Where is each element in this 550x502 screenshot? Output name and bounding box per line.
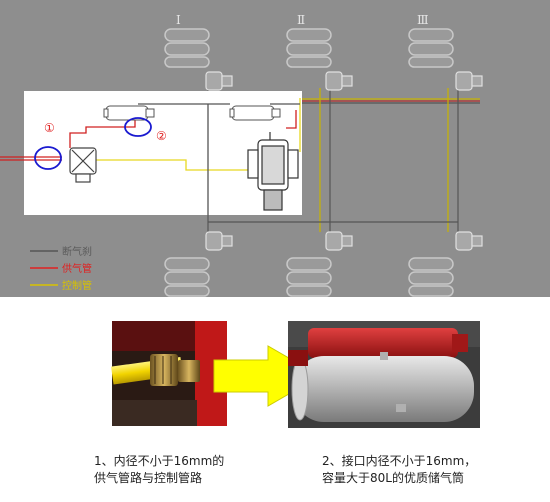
highlight-circle-supply <box>34 146 62 170</box>
caption-right-line2: 容量大于80L的优质储气筒 <box>322 471 464 485</box>
highlight-circle-tank <box>124 117 152 137</box>
axle-label-1: Ⅰ <box>176 13 181 27</box>
caption-left-line2: 供气管路与控制管路 <box>94 471 203 485</box>
air-tank-photo <box>288 321 480 428</box>
caption-right-line1: 2、接口内径不小于16mm， <box>322 454 477 468</box>
legend-label-supply: 供气管 <box>62 262 92 275</box>
legend-label-control: 控制管 <box>62 279 92 292</box>
air-bag-icon <box>164 28 454 68</box>
pipe-photo <box>111 321 227 426</box>
caption-left-line1: 1、内径不小于16mm的 <box>94 454 225 468</box>
axle-label-2: Ⅱ <box>297 13 305 27</box>
axle-label-3: Ⅲ <box>417 13 429 27</box>
air-tank-icon <box>103 105 281 121</box>
marker-2: ② <box>156 129 167 143</box>
marker-1: ① <box>44 121 55 135</box>
legend: 断气刹 供气管 控制管 <box>30 245 92 292</box>
valve-icon <box>69 147 97 183</box>
brake-chamber-icon <box>247 132 299 211</box>
air-lines-panel <box>0 98 301 215</box>
air-bag-icon <box>164 257 454 297</box>
legend-label-brake: 断气刹 <box>62 245 92 258</box>
air-lines-grey <box>207 88 480 232</box>
brake-chamber-icon <box>205 71 483 251</box>
